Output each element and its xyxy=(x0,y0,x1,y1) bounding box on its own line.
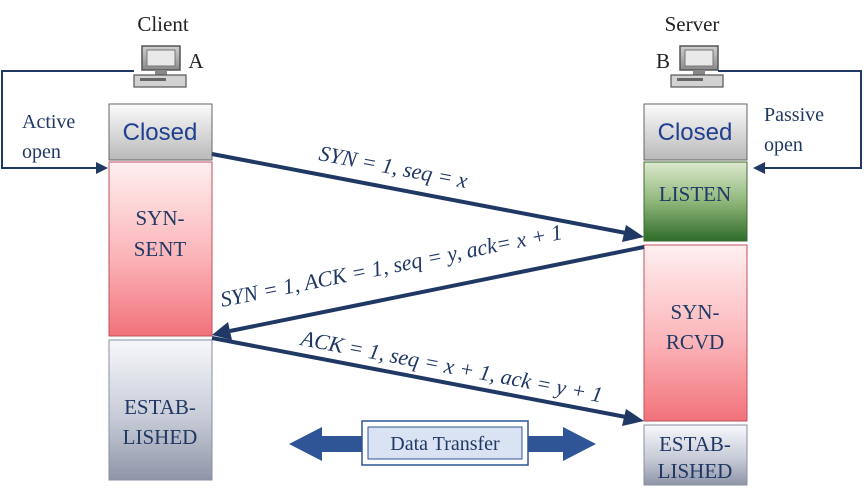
ack-arrow xyxy=(211,336,644,426)
server-label: B xyxy=(656,49,670,73)
passive-open-label-line1: Passive xyxy=(764,104,824,126)
server-state-listen xyxy=(643,161,748,242)
server-state-syn-rcvd xyxy=(643,244,748,422)
server-established-label-line2: LISHED xyxy=(658,459,733,483)
active-open-label-line1: Active xyxy=(22,111,75,133)
server-state-closed xyxy=(643,103,748,161)
client-established-label-line2: LISHED xyxy=(123,425,198,449)
data-transfer-arrow xyxy=(289,427,596,461)
data-transfer-label: Data Transfer xyxy=(390,433,500,455)
server-title: Server xyxy=(665,12,720,36)
client-state-closed xyxy=(108,103,213,161)
server-established-label-line1: ESTAB- xyxy=(659,432,731,456)
client-syn-sent-label-line1: SYN- xyxy=(135,206,184,230)
syn-ack-arrow xyxy=(212,245,645,340)
client-state-syn-sent xyxy=(108,161,213,337)
server-listen-label: LISTEN xyxy=(659,182,731,206)
server-closed-label: Closed xyxy=(658,119,733,146)
passive-open-label-line2: open xyxy=(764,134,803,156)
passive-open-arrow xyxy=(718,70,862,174)
client-syn-sent-label-line2: SENT xyxy=(134,237,187,261)
client-title: Client xyxy=(137,12,188,36)
client-computer-icon xyxy=(133,45,187,88)
server-syn-rcvd-label-line1: SYN- xyxy=(670,300,719,324)
server-state-established xyxy=(643,424,748,486)
active-open-label-line2: open xyxy=(22,141,61,163)
server-computer-icon xyxy=(670,45,724,88)
active-open-arrow xyxy=(1,70,134,174)
data-transfer-inner-box xyxy=(367,426,523,460)
syn-arrow xyxy=(211,152,644,242)
client-established-label-line1: ESTAB- xyxy=(124,395,196,419)
syn-message-label: SYN = 1, seq = x xyxy=(317,140,470,193)
server-syn-rcvd-label-line2: RCVD xyxy=(666,330,724,354)
client-label: A xyxy=(188,49,204,73)
client-state-established xyxy=(108,339,213,481)
client-closed-label: Closed xyxy=(123,119,198,146)
ack-message-label: ACK = 1, seq = x + 1, ack = y + 1 xyxy=(297,325,605,407)
